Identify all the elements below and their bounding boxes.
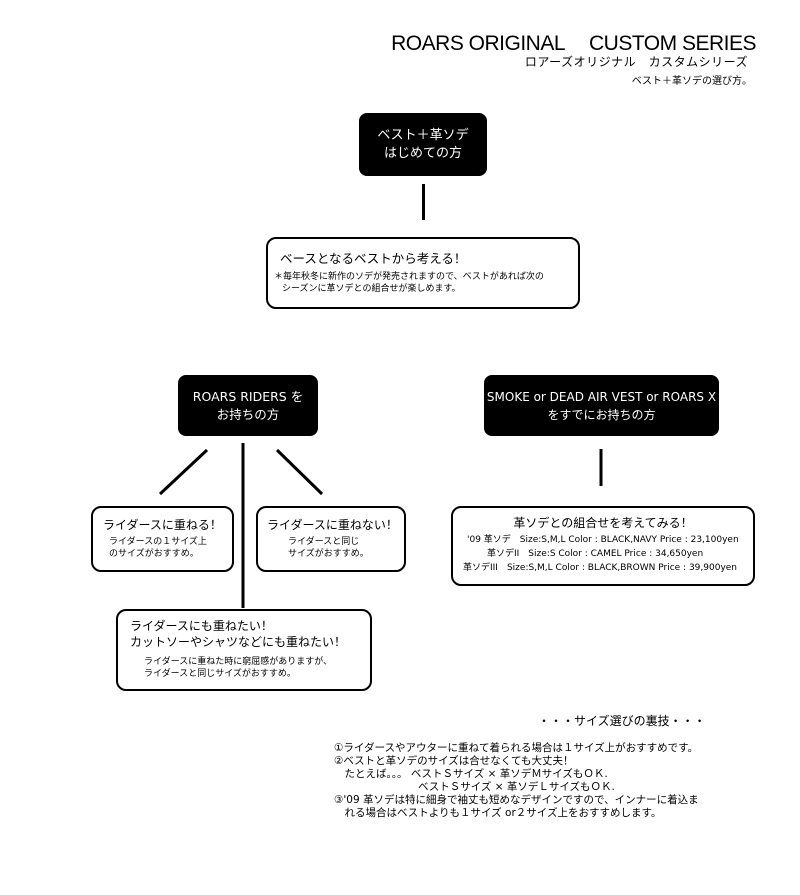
combination-heading: 革ソデとの組合せを考えてみる！ <box>513 516 693 530</box>
option-no-layer-line2: サイズがおすすめ。 <box>288 549 369 559</box>
connector-riders-over <box>158 448 209 496</box>
option-layer-over-riders: ライダースに重ねる！ ライダースの１サイズ上 のサイズがおすすめ。 <box>91 506 234 572</box>
size-tips-title: ・・・サイズ選びの裏技・・・ <box>538 714 706 728</box>
option-both-line1: ライダースに重ねた時に窮屈感がありますが、 <box>144 657 333 667</box>
size-tip-line: ベストＳサイズ × 革ソデＬサイズもＯＫ. <box>334 781 615 793</box>
base-vest-node: ベースとなるベストから考える！ ＊毎年秋冬に新作のソデが発売されますので、ベスト… <box>266 237 580 309</box>
smoke-owner-line2: をすでにお持ちの方 <box>547 407 656 422</box>
base-vest-heading: ベースとなるベストから考える！ <box>280 251 467 266</box>
subtitle-japanese: ロアーズオリジナル カスタムシリーズ <box>524 55 748 69</box>
option-both-line2: ライダースと同じサイズがおすすめ。 <box>144 669 296 679</box>
base-vest-note-line1: ＊毎年秋冬に新作のソデが発売されますので、ベストがあれば次の <box>274 272 544 282</box>
option-no-layer-line1: ライダースと同じ <box>288 537 360 547</box>
combination-row-ii: 革ソデII Size:S Color : CAMEL Price : 34,65… <box>487 549 704 559</box>
size-tip-line: たとえば。。。 ベストＳサイズ × 革ソデＭサイズもＯＫ. <box>334 768 608 780</box>
start-node: ベスト＋革ソデ はじめての方 <box>359 113 487 176</box>
riders-owner-node: ROARS RIDERS を お持ちの方 <box>178 375 318 436</box>
size-tip-line: ②ベストと革ソデのサイズは合せなくても大丈夫！ <box>334 755 574 767</box>
size-tip-line: ①ライダースやアウターに重ねて着られる場合は１サイズ上がおすすめです。 <box>334 742 699 754</box>
smoke-owner-node: SMOKE or DEAD AIR VEST or ROARS X をすでにお持… <box>484 375 719 436</box>
size-tips-list: ①ライダースやアウターに重ねて着られる場合は１サイズ上がおすすめです。 ②ベスト… <box>334 742 699 820</box>
start-node-line2: はじめての方 <box>383 145 462 161</box>
option-layer-both: ライダースにも重ねたい！ カットソーやシャツなどにも重ねたい！ ライダースに重ね… <box>116 609 372 691</box>
smoke-owner-line1: SMOKE or DEAD AIR VEST or ROARS X <box>486 389 717 404</box>
connector-start-base <box>422 184 425 220</box>
option-layer-over-line1: ライダースの１サイズ上 <box>109 537 207 547</box>
option-no-layer-riders: ライダースに重ねない！ ライダースと同じ サイズがおすすめ。 <box>256 506 406 572</box>
start-node-line1: ベスト＋革ソデ <box>377 127 469 143</box>
base-vest-note-line2: シーズンに革ソデとの組合せが楽しめます。 <box>282 284 461 294</box>
size-tip-line: ③'09 革ソデは特に細身で袖丈も短めなデザインですので、インナーに着込ま <box>334 794 699 806</box>
option-layer-over-heading: ライダースに重ねる！ <box>103 518 222 532</box>
sleeve-combination-node: 革ソデとの組合せを考えてみる！ '09 革ソデ Size:S,M,L Color… <box>451 506 755 586</box>
option-no-layer-heading: ライダースに重ねない！ <box>267 518 398 532</box>
combination-row-09: '09 革ソデ Size:S,M,L Color : BLACK,NAVY Pr… <box>467 535 739 545</box>
title-right: CUSTOM SERIES <box>589 32 756 55</box>
size-tip-line: れる場合はベストよりも１サイズ or２サイズ上をおすすめします。 <box>334 807 662 819</box>
option-both-heading1: ライダースにも重ねたい！ <box>130 619 273 633</box>
subtitle-guide: ベスト＋革ソデの選び方。 <box>631 76 752 87</box>
option-both-heading2: カットソーやシャツなどにも重ねたい！ <box>130 635 347 649</box>
riders-owner-line2: お持ちの方 <box>216 406 280 422</box>
page-title: ROARS ORIGINAL CUSTOM SERIES <box>391 32 756 56</box>
option-layer-over-line2: のサイズがおすすめ。 <box>109 549 199 559</box>
combination-row-iii: 革ソデIII Size:S,M,L Color : BLACK,BROWN Pr… <box>463 563 738 573</box>
connector-riders-no <box>275 448 324 496</box>
title-left: ROARS ORIGINAL <box>391 32 566 55</box>
riders-owner-line1: ROARS RIDERS を <box>192 388 304 404</box>
